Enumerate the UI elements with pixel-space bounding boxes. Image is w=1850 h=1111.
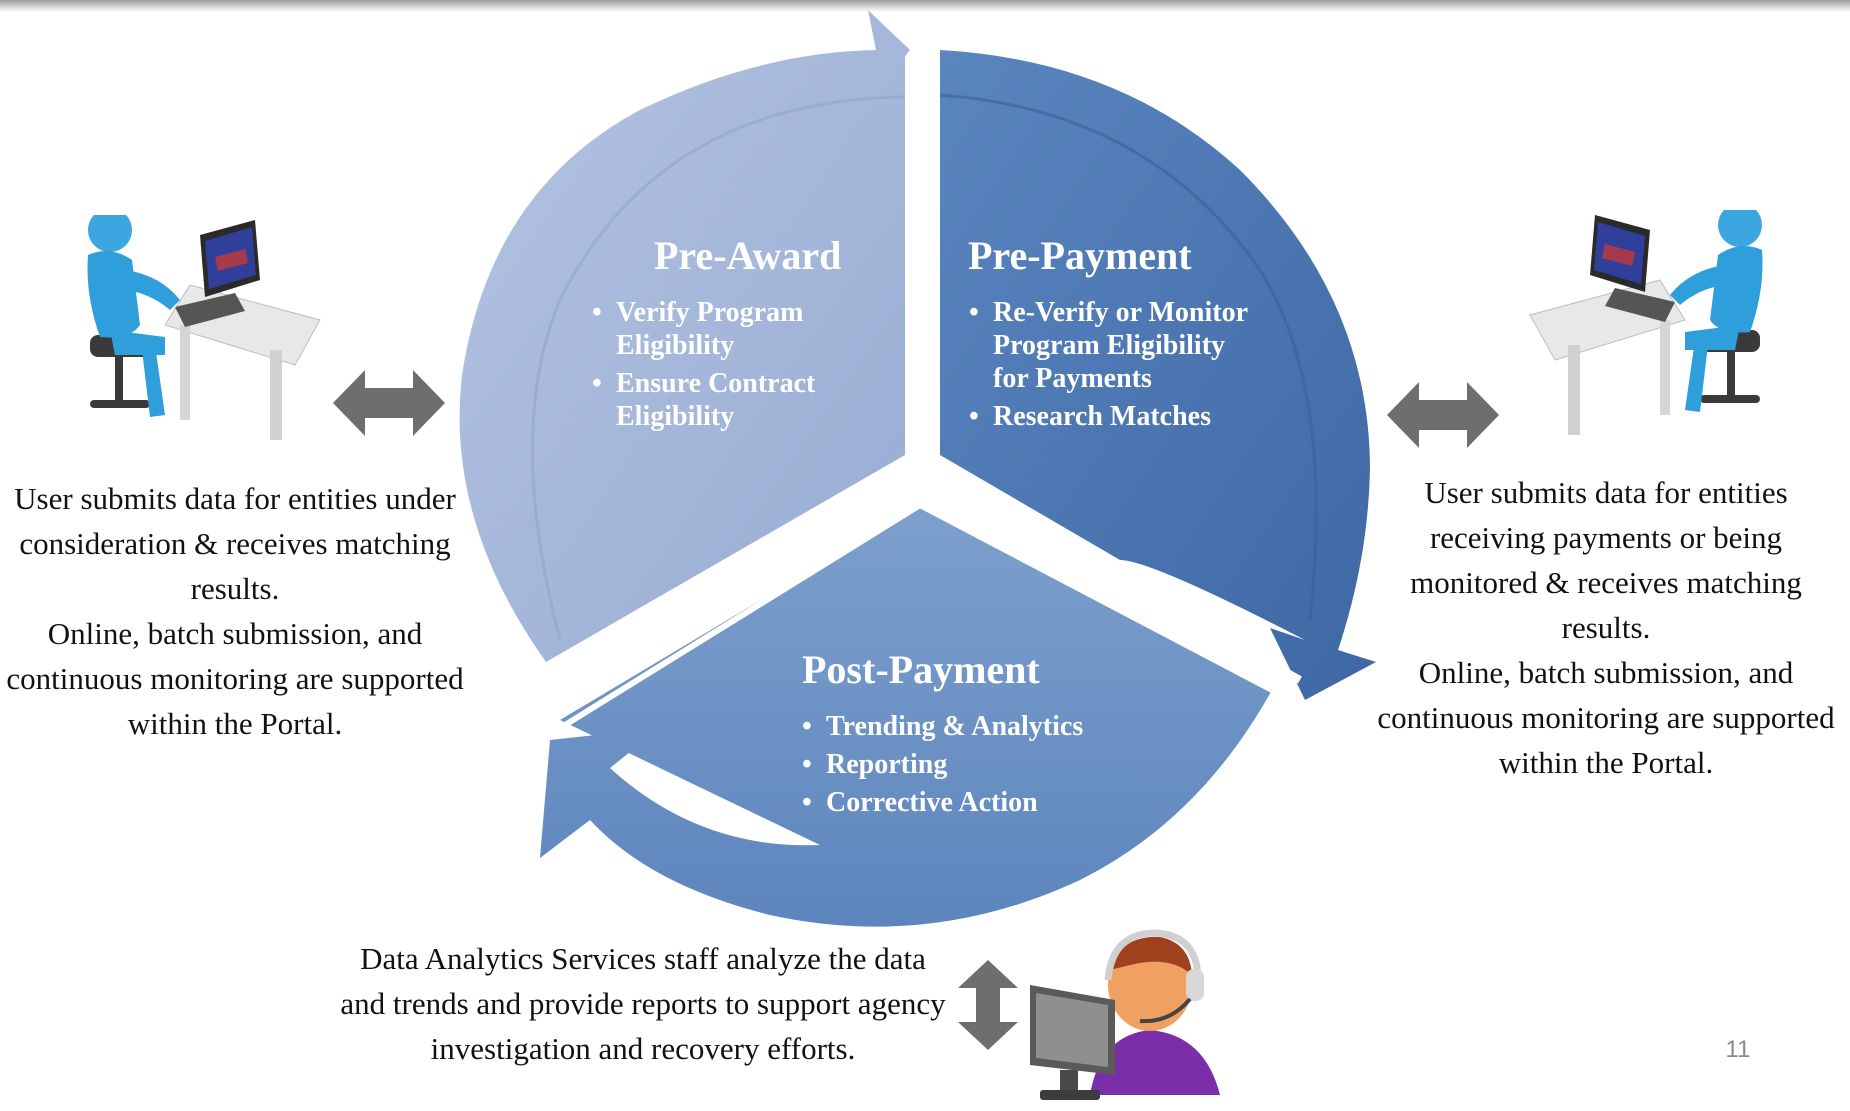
post-payment-bullets: Trending & Analytics Reporting Correctiv… — [802, 710, 1142, 824]
pre-award-bullets: Verify Program Eligibility Ensure Contra… — [592, 296, 882, 438]
right-note-line: User submits data for entities receiving… — [1410, 475, 1802, 645]
user-at-computer-icon — [87, 215, 321, 440]
double-arrow-vertical-icon — [958, 960, 1018, 1050]
page-number: 11 — [1725, 1036, 1751, 1063]
left-note-line: User submits data for entities under con… — [14, 481, 456, 606]
right-note-line: Online, batch submission, and continuous… — [1377, 655, 1835, 780]
pre-award-bullet: Ensure Contract Eligibility — [592, 367, 882, 433]
post-payment-bullet: Trending & Analytics — [802, 710, 1142, 743]
post-payment-bullet: Reporting — [802, 748, 1142, 781]
left-note: User submits data for entities under con… — [0, 476, 470, 746]
bottom-note-text: Data Analytics Services staff analyze th… — [340, 941, 946, 1066]
pre-payment-bullet: Research Matches — [969, 400, 1259, 433]
right-note: User submits data for entities receiving… — [1368, 470, 1844, 785]
left-note-line: Online, batch submission, and continuous… — [6, 616, 464, 741]
user-at-computer-icon — [1529, 210, 1763, 435]
double-arrow-horizontal-icon — [1387, 382, 1499, 448]
pre-award-bullet: Verify Program Eligibility — [592, 296, 882, 362]
post-payment-title: Post-Payment — [802, 647, 1040, 692]
pre-payment-bullet: Re-Verify or Monitor Program Eligibility… — [969, 296, 1259, 395]
double-arrow-horizontal-icon — [333, 370, 445, 436]
bottom-note: Data Analytics Services staff analyze th… — [340, 936, 946, 1071]
headset-analyst-icon — [1030, 929, 1220, 1100]
pre-payment-title: Pre-Payment — [968, 233, 1192, 278]
slide-top-bar — [0, 0, 1850, 12]
post-payment-bullet: Corrective Action — [802, 786, 1142, 819]
pre-payment-bullets: Re-Verify or Monitor Program Eligibility… — [969, 296, 1259, 438]
pre-award-title: Pre-Award — [654, 233, 842, 278]
